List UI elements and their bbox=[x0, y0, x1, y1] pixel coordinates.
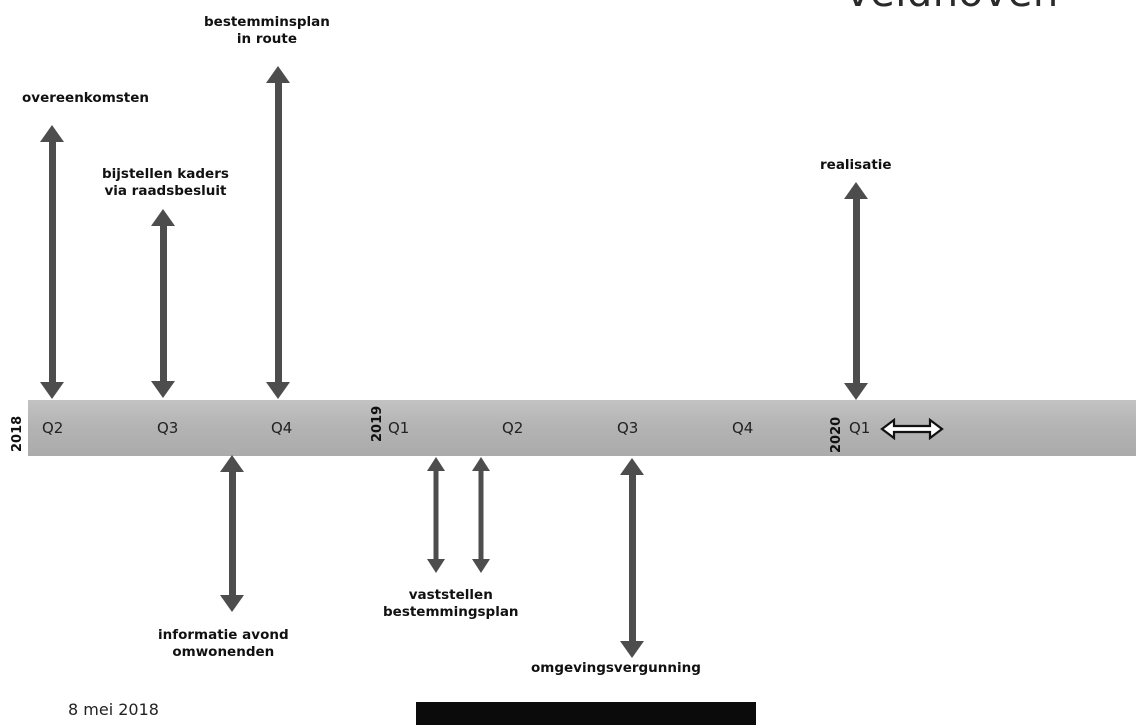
quarter-label: Q3 bbox=[157, 419, 179, 437]
slide-date: 8 mei 2018 bbox=[68, 700, 159, 719]
label-vaststellen-bestemmingsplan: vaststellen bestemmingsplan bbox=[383, 587, 519, 620]
label-realisatie: realisatie bbox=[820, 157, 892, 173]
redaction-box bbox=[416, 702, 756, 725]
arrow-bijstellen-kaders bbox=[151, 209, 175, 398]
arrow-realisatie bbox=[844, 182, 868, 400]
arrow-horizontal-continuation bbox=[880, 417, 944, 441]
label-overeenkomsten: overeenkomsten bbox=[22, 90, 150, 106]
arrow-overeenkomsten bbox=[40, 125, 64, 399]
arrow-bestemmingsplan-route bbox=[266, 66, 290, 399]
quarter-label: Q1 bbox=[388, 419, 410, 437]
label-bijstellen-kaders: bijstellen kaders via raadsbesluit bbox=[102, 166, 229, 199]
slide-title: veldhoven bbox=[846, 0, 1059, 16]
quarter-label: Q4 bbox=[271, 419, 293, 437]
timeline-band bbox=[28, 400, 1136, 456]
label-omgevingsvergunning: omgevingsvergunning bbox=[531, 660, 701, 676]
arrow-vaststellen-2 bbox=[472, 457, 490, 573]
arrow-vaststellen-1 bbox=[427, 457, 445, 573]
quarter-label: Q2 bbox=[502, 419, 524, 437]
label-informatie-avond: informatie avond omwonenden bbox=[158, 627, 289, 660]
quarter-label: Q2 bbox=[42, 419, 64, 437]
label-bestemmingsplan-in-route: bestemminsplan in route bbox=[204, 14, 330, 47]
arrow-informatie-avond bbox=[220, 455, 244, 612]
quarter-label: Q3 bbox=[617, 419, 639, 437]
quarter-label: Q4 bbox=[732, 419, 754, 437]
quarter-label: Q1 bbox=[849, 419, 871, 437]
arrow-omgevingsvergunning bbox=[620, 458, 644, 658]
